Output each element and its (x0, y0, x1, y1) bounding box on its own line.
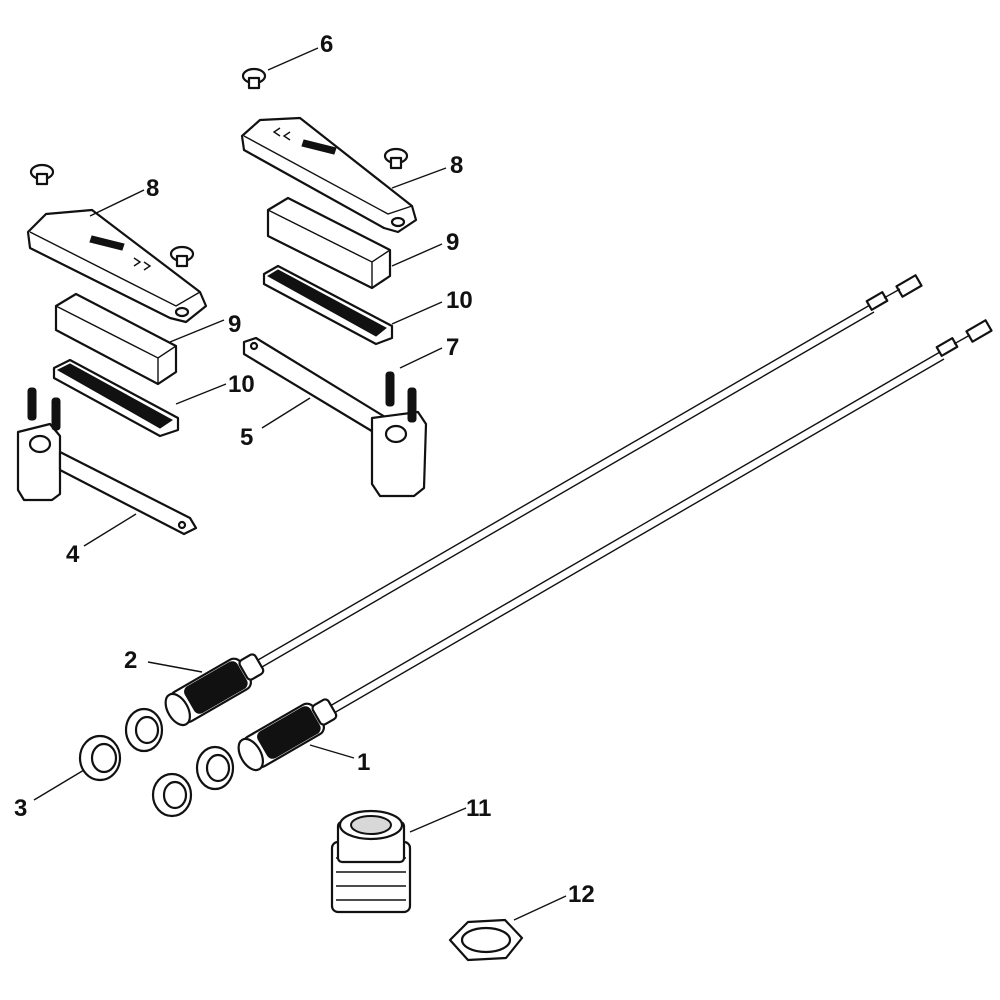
block-left (54, 292, 178, 386)
callout-8-left: 8 (146, 175, 159, 202)
sensor-2 (164, 653, 265, 727)
callout-11: 11 (466, 795, 491, 822)
nut-lower-left (151, 772, 193, 818)
cover-left (26, 208, 208, 324)
screw-left-cover (169, 245, 195, 268)
callout-12: 12 (568, 881, 595, 908)
callout-4: 4 (66, 541, 80, 568)
screw-right-cover (383, 147, 409, 170)
leader-lines (33, 47, 567, 921)
hex-nut (448, 918, 524, 962)
magnet-strip-right (262, 264, 394, 346)
sensor-cable-upper (257, 274, 923, 668)
screw-left-top (29, 163, 55, 186)
callout-8-right: 8 (450, 152, 463, 179)
callout-10-left: 10 (228, 371, 255, 398)
washer-upper (124, 707, 164, 753)
magnet-strip-left (52, 358, 180, 438)
bracket-4 (16, 387, 198, 536)
sensor-cable-lower (329, 319, 993, 714)
callout-9-right: 9 (446, 229, 459, 256)
callout-10-right: 10 (446, 287, 473, 314)
bracket-5 (242, 336, 428, 498)
callout-1: 1 (357, 749, 370, 776)
sensor-1 (237, 698, 338, 772)
callout-9-left: 9 (228, 311, 241, 338)
callout-6: 6 (320, 31, 333, 58)
washer-lower (195, 745, 235, 791)
callout-3: 3 (14, 795, 27, 822)
callouts: 1 2 3 4 5 6 7 8 8 9 9 10 10 11 12 (14, 31, 595, 908)
cover-right (240, 116, 418, 234)
nut-upper-left (78, 734, 122, 782)
callout-5: 5 (240, 424, 253, 451)
block-right (266, 196, 392, 290)
callout-7: 7 (446, 334, 459, 361)
cable-gland (330, 809, 412, 914)
callout-2: 2 (124, 647, 137, 674)
screw-top (241, 67, 267, 90)
